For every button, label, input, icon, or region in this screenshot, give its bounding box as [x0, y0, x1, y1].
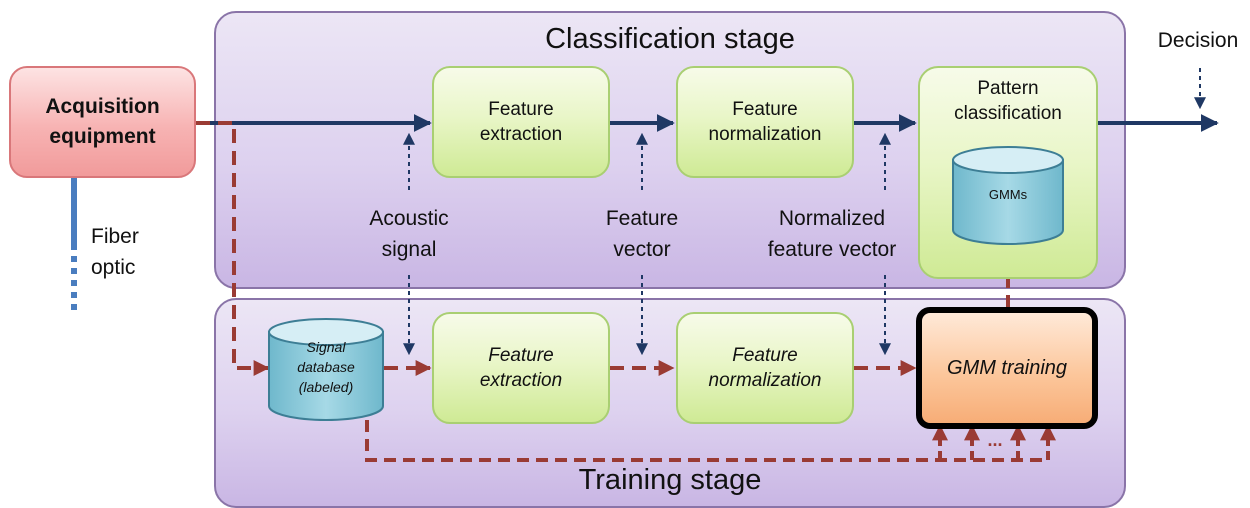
training-feature-normalization-line1: Feature [732, 345, 798, 366]
feature-extraction-line1: Feature [488, 99, 554, 120]
signal-database-line3: (labeled) [298, 379, 354, 395]
pattern-classification-line2: classification [954, 103, 1062, 124]
acquisition-equipment-box: Acquisition equipment [9, 66, 196, 178]
acoustic-signal-label: Acoustic signal [344, 203, 474, 265]
acoustic-line1: Acoustic [369, 207, 449, 230]
feature-extraction-line2: extraction [479, 124, 563, 145]
feature-vector-label: Feature vector [577, 203, 707, 265]
acquisition-line2: equipment [49, 125, 156, 148]
normalized-line2: feature vector [767, 238, 897, 261]
gmms-label: GMMs [988, 187, 1028, 202]
training-feature-extraction-line2: extraction [479, 370, 563, 391]
pattern-classification-line1: Pattern [977, 78, 1039, 99]
feature-normalization-line1: Feature [732, 99, 798, 120]
feature-vector-line2: vector [613, 238, 671, 261]
fiber-line2: optic [91, 256, 136, 279]
signal-database-label: Signal database (labeled) [266, 337, 386, 397]
fiber-optic-label: Fiber optic [91, 221, 191, 283]
training-feature-normalization-line2: normalization [708, 370, 822, 391]
feature-normalization-line2: normalization [708, 124, 822, 145]
decision-label: Decision [1157, 29, 1239, 52]
classification-stage-title: Classification stage [545, 23, 795, 55]
signal-database-line1: Signal [306, 339, 346, 355]
signal-database-cylinder [268, 318, 384, 421]
arrow-acquisition-to-database [196, 121, 270, 376]
gmms-cylinder [952, 146, 1064, 245]
training-feature-extraction-line1: Feature [488, 345, 554, 366]
feature-extraction-box: Feature extraction [432, 66, 610, 178]
signal-database-line2: database [297, 359, 355, 375]
training-stage-title: Training stage [578, 464, 762, 496]
feature-vector-line1: Feature [605, 207, 679, 230]
gmm-training-box: GMM training [916, 307, 1098, 429]
training-feature-extraction-box: Feature extraction [432, 312, 610, 424]
acoustic-line2: signal [381, 238, 437, 261]
normalized-line1: Normalized [778, 207, 886, 230]
feedback-ellipsis: ... [987, 430, 1002, 450]
acquisition-line1: Acquisition [45, 95, 160, 118]
label-feedback-line [365, 420, 1048, 462]
feature-normalization-box: Feature normalization [676, 66, 854, 178]
pattern-classification-box: Pattern classification [918, 66, 1098, 279]
normalized-feature-vector-label: Normalized feature vector [753, 203, 911, 265]
fiber-line1: Fiber [91, 225, 139, 248]
training-feature-normalization-box: Feature normalization [676, 312, 854, 424]
gmm-training-label: GMM training [946, 356, 1068, 379]
